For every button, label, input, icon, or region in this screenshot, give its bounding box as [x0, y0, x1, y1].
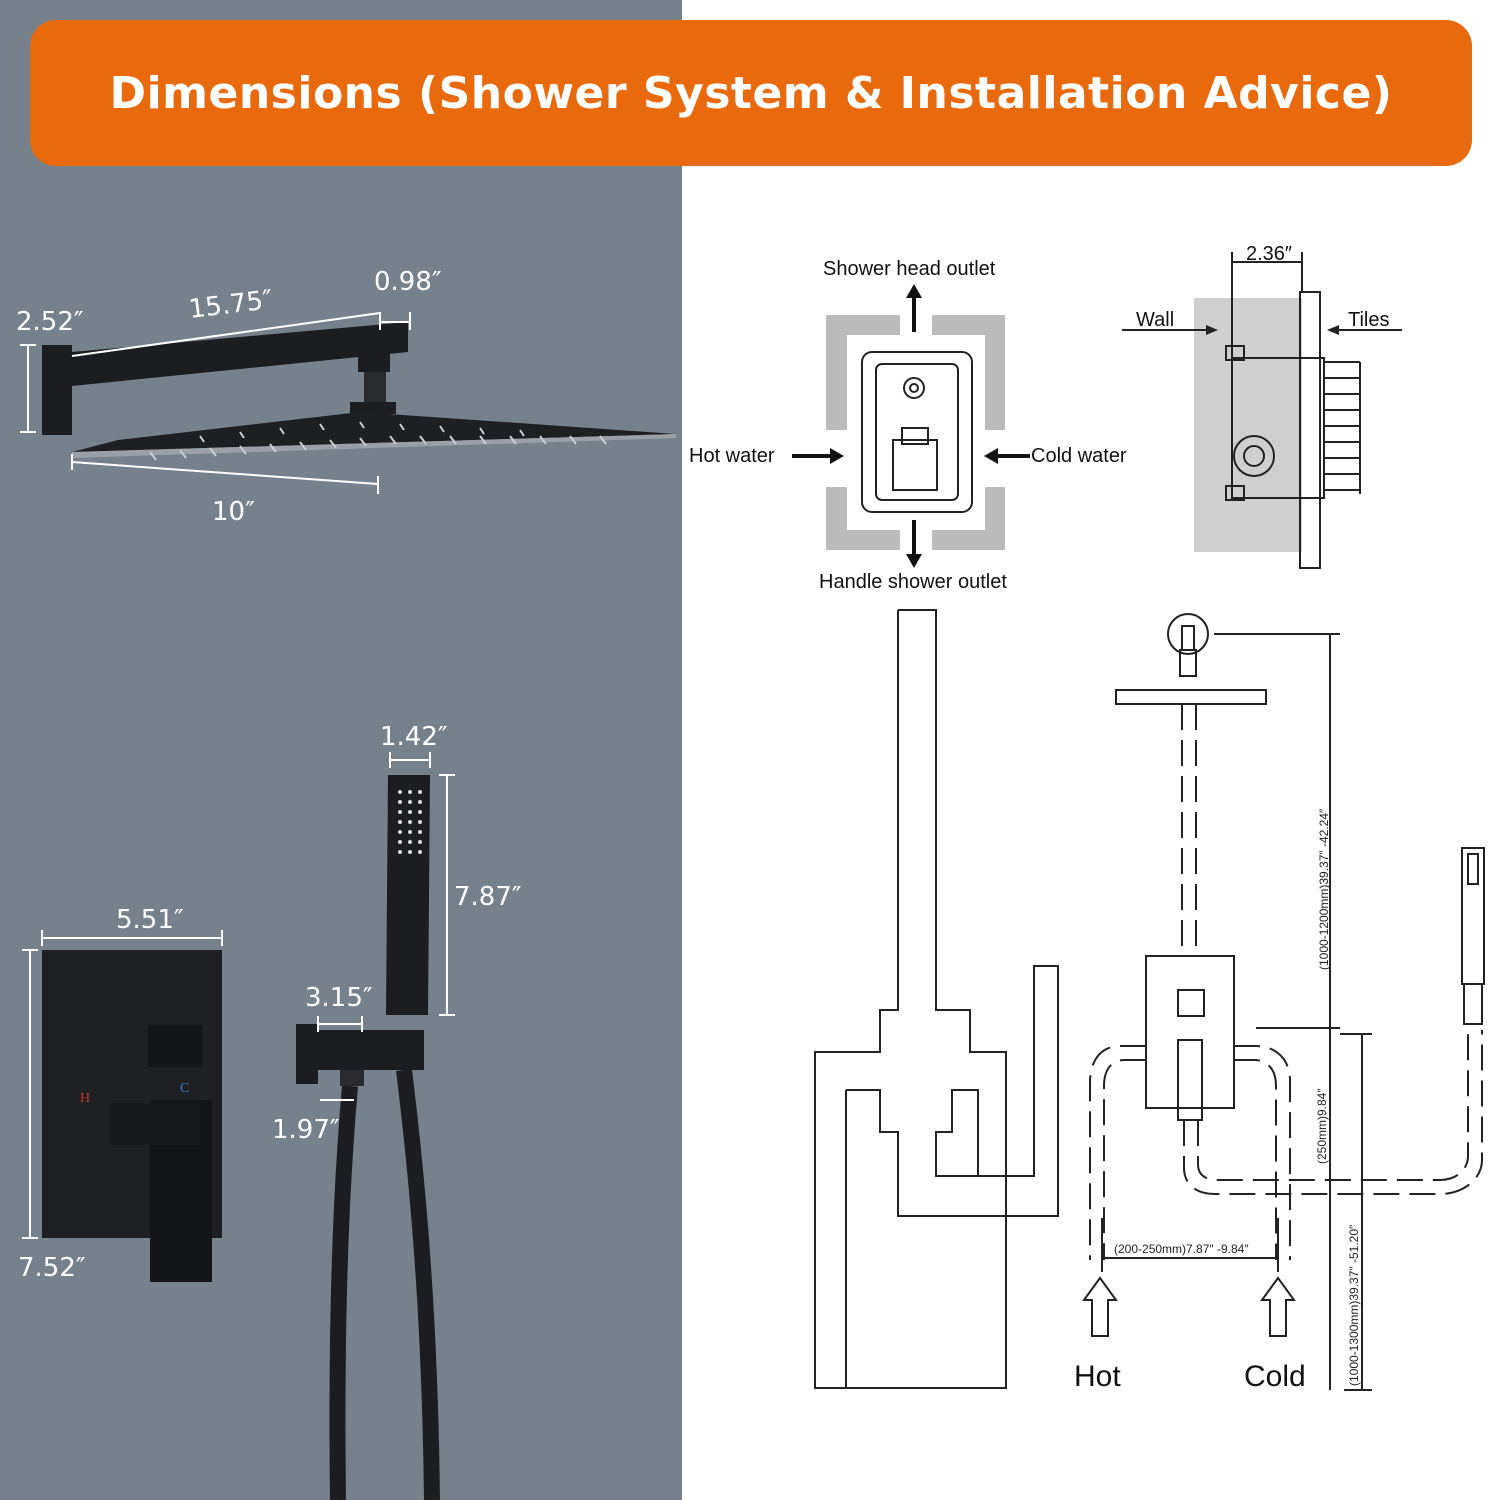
label-handle-shower-outlet: Handle shower outlet: [819, 571, 1007, 593]
cold-mark: C: [180, 1081, 189, 1096]
dim-head-width: 10″: [212, 497, 255, 527]
dim-plate-width: 5.51″: [116, 905, 184, 935]
dim-arm-thickness: 0.98″: [374, 267, 442, 297]
dim-valve-depth: 2.36″: [1246, 243, 1292, 265]
label-cold-water: Cold water: [1031, 445, 1127, 467]
spray-nozzles: [149, 421, 607, 461]
handheld-dimension-lines: [317, 752, 455, 1101]
valve-side-view: [1122, 252, 1402, 569]
label-cold: Cold: [1244, 1360, 1306, 1393]
dim-holder-outlet: 1.97″: [272, 1115, 340, 1145]
installation-elevation: [814, 609, 1059, 1389]
hot-mark: H: [80, 1091, 90, 1106]
label-tiles: Tiles: [1348, 309, 1389, 331]
dim-holder-width: 3.15″: [305, 983, 373, 1013]
valve-front-view: [792, 284, 1030, 568]
installation-diagram-panel: [682, 0, 1500, 1500]
dim-height-head: (1000-1200mm)39.37″ -42.24″: [1317, 808, 1331, 970]
dim-pipe-spacing: (200-250mm)7.87″ -9.84″: [1114, 1242, 1249, 1256]
label-hot-water: Hot water: [689, 445, 775, 467]
head-dimension-lines: [20, 312, 411, 494]
banner-title: Dimensions (Shower System & Installation…: [109, 67, 1393, 119]
label-hot: Hot: [1074, 1360, 1121, 1393]
label-wall: Wall: [1136, 309, 1174, 331]
dim-arm-height: 2.52″: [16, 307, 84, 337]
dim-plate-height: 7.52″: [18, 1253, 86, 1283]
title-banner: Dimensions (Shower System & Installation…: [30, 20, 1472, 166]
dim-height-floor: (1000-1300mm)39.37″ -51.20″: [1347, 1224, 1361, 1386]
handheld-shower: [296, 775, 440, 1500]
dim-handset-width: 1.42″: [380, 722, 448, 752]
valve-trim-plate: [42, 950, 222, 1282]
dim-handset-length: 7.87″: [454, 882, 522, 912]
piping-layout: [1082, 613, 1485, 1391]
plate-dimension-lines: [22, 930, 223, 1239]
rain-shower-head: [42, 322, 676, 461]
label-shower-head-outlet: Shower head outlet: [823, 258, 996, 280]
dim-height-valve: (250mm)9.84″: [1315, 1088, 1329, 1164]
